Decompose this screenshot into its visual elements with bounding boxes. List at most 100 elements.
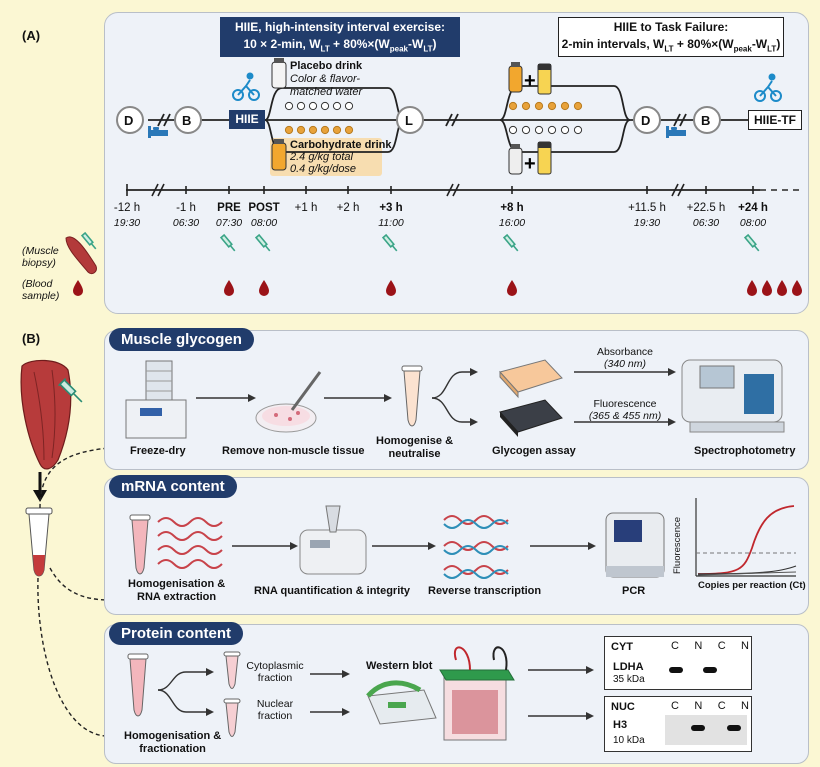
panel-b-letter: (B) [22, 331, 41, 346]
timepoint-label: -12 h [113, 202, 141, 214]
timepoint-3: POST 08:00 [234, 201, 294, 231]
mrna-header: mRNA content [109, 475, 237, 498]
qpcr-y-axis-label: Fluorescence [672, 516, 683, 574]
bed2-icon [666, 126, 686, 138]
timepoint-clock: 19:30 [633, 217, 661, 229]
timepoint-clock: 19:30 [113, 217, 141, 229]
timepoint-label: POST [248, 202, 280, 214]
ldha-kda-label: 35 kDa [613, 674, 645, 685]
timepoint-label: PRE [217, 202, 241, 214]
carb-dose-dots [284, 125, 354, 135]
cyclist-icon [232, 72, 260, 101]
timepoint-1: -1 h 06:30 [156, 201, 216, 231]
timepoint-10: +24 h 08:00 [723, 201, 783, 231]
hiie-box: HIIE [229, 110, 265, 129]
protein-tube-icon [127, 653, 149, 717]
late-carb-dots [508, 101, 583, 111]
timepoint-clock: 06:30 [172, 217, 200, 229]
plate-96-icon [499, 359, 563, 399]
timepoint-7: +8 h 16:00 [482, 201, 542, 231]
late-carb-bottle-icon: + [508, 62, 552, 95]
timepoint-clock: 07:30 [215, 217, 243, 229]
timepoint-label: +1 h [294, 202, 318, 214]
spectrophotometer-icon [681, 359, 785, 433]
h3-label: H3 [613, 719, 628, 731]
freeze-dryer-icon [125, 360, 187, 439]
fractionation-label: Homogenisation &fractionation [124, 730, 222, 755]
timepoint-clock: 08:00 [739, 217, 767, 229]
timepoint-label: +11.5 h [628, 202, 666, 214]
protocol-breaks [157, 113, 687, 127]
placebo-bottle-icon [271, 58, 287, 89]
timepoint-5: +2 h [318, 201, 378, 216]
syringe-icon [57, 377, 83, 403]
timepoint-clock: 06:30 [692, 217, 720, 229]
svg-text:+: + [524, 153, 536, 175]
meal-d-label: D [124, 113, 134, 128]
late-placebo-branch [499, 85, 631, 121]
panel-a [104, 12, 809, 314]
western-tank-icon [439, 646, 515, 741]
hiie-title-line1: HIIE, high-intensity interval exercise: [234, 20, 446, 34]
rna-extraction-label: Homogenisation &RNA extraction [128, 578, 226, 603]
hiie-tf-box: HIIE-TF [748, 110, 802, 130]
spectrophotometry-label: Spectrophotometry [694, 445, 796, 457]
lunch-plate-icon [396, 106, 424, 134]
western-blot-label: Western blot [366, 660, 433, 672]
meal-b-label: B [182, 113, 192, 128]
glycogen-assay-label: Glycogen assay [492, 445, 576, 457]
dinner-plate-icon [116, 106, 144, 134]
dashed-connectors [37, 447, 113, 737]
hiie-title-box: HIIE, high-intensity interval exercise: … [220, 17, 460, 57]
plate-assay-icon [499, 399, 563, 437]
timepoint-0: -12 h 19:30 [97, 201, 157, 231]
pcr-label: PCR [622, 585, 646, 597]
protein-arrowheads [206, 666, 594, 720]
ldha-label: LDHA [613, 661, 644, 673]
timeline-breaks [151, 183, 685, 197]
h3-kda-label: 10 kDa [613, 735, 645, 746]
timepoint-label: +8 h [500, 202, 524, 214]
panel-a-letter: (A) [22, 28, 41, 43]
timepoint-label: +24 h [738, 202, 768, 214]
placebo-drink-label: Placebo drink Color & flavor- matched wa… [290, 60, 363, 98]
carb-drink-label: Carbohydrate drink 2.4 g/kg total 0.4 g/… [290, 139, 392, 175]
late-placebo-bottle-icon: + [508, 141, 552, 175]
h3-band-4 [727, 725, 741, 731]
tf-title-line1: HIIE to Task Failure: [613, 20, 729, 34]
glycogen-arrowheads [248, 368, 676, 426]
timepoint-label: +2 h [336, 202, 360, 214]
down-arrowhead [33, 490, 47, 502]
carb-bottle-icon [271, 139, 287, 171]
h3-band-2 [691, 725, 705, 731]
timepoint-clock: 16:00 [498, 217, 526, 229]
qpcr-chart [695, 498, 797, 577]
carb-drink-box [270, 138, 382, 176]
rna-tube-icon [129, 514, 151, 575]
bed-icon [148, 126, 168, 138]
glycogen-arrows [196, 371, 668, 423]
pcr-machine-icon [605, 512, 665, 578]
meal-l-label: L [405, 113, 413, 128]
meal-b2-label: B [701, 113, 711, 128]
timepoint-label: -1 h [176, 202, 196, 214]
timepoint-4: +1 h [276, 201, 336, 216]
power-supply-icon [366, 680, 437, 725]
petri-dish-icon [255, 371, 322, 433]
muscle-leg-icon [20, 359, 72, 470]
freeze-dry-label: Freeze-dry [130, 445, 186, 457]
timepoint-clock: 08:00 [250, 217, 278, 229]
meal-d2-label: D [641, 113, 651, 128]
homogenise-tube-icon [401, 365, 423, 427]
timepoint-8: +11.5 h 19:30 [617, 201, 677, 231]
tf-title-line2: 2-min intervals, WLT + 80%×(Wpeak-WLT) [561, 37, 781, 54]
glycogen-header: Muscle glycogen [109, 328, 254, 351]
